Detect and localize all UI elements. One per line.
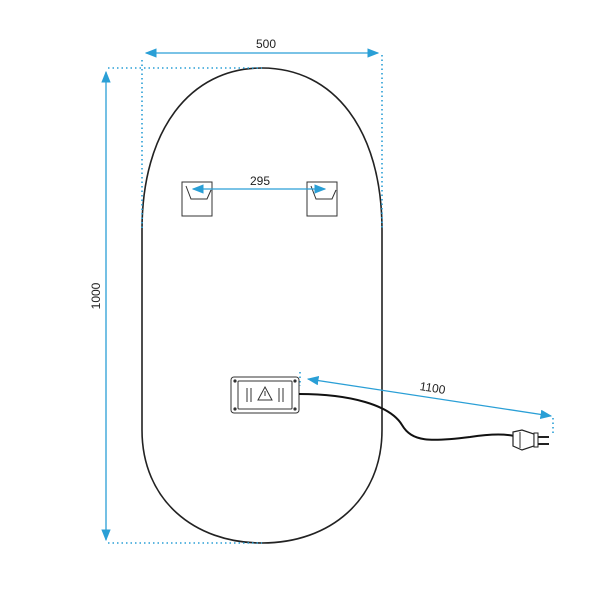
width-label: 500 <box>256 37 276 51</box>
bracket-spacing-dimension: 295 <box>191 174 327 194</box>
height-label: 1000 <box>89 282 103 309</box>
cable-length-label: 1100 <box>419 379 447 397</box>
control-box <box>230 376 300 414</box>
power-cable <box>298 393 515 441</box>
mounting-bracket-left <box>181 181 213 217</box>
warning-triangle-icon <box>257 385 273 401</box>
width-dimension: 500 <box>144 37 380 58</box>
height-dimension: 1000 <box>89 70 111 542</box>
extension-guides <box>108 55 554 544</box>
cable-length-dimension: 1100 <box>306 375 553 420</box>
mounting-bracket-right <box>306 181 338 217</box>
mirror-outline <box>141 67 383 544</box>
power-plug-icon <box>512 429 549 451</box>
bracket-spacing-label: 295 <box>250 174 270 188</box>
